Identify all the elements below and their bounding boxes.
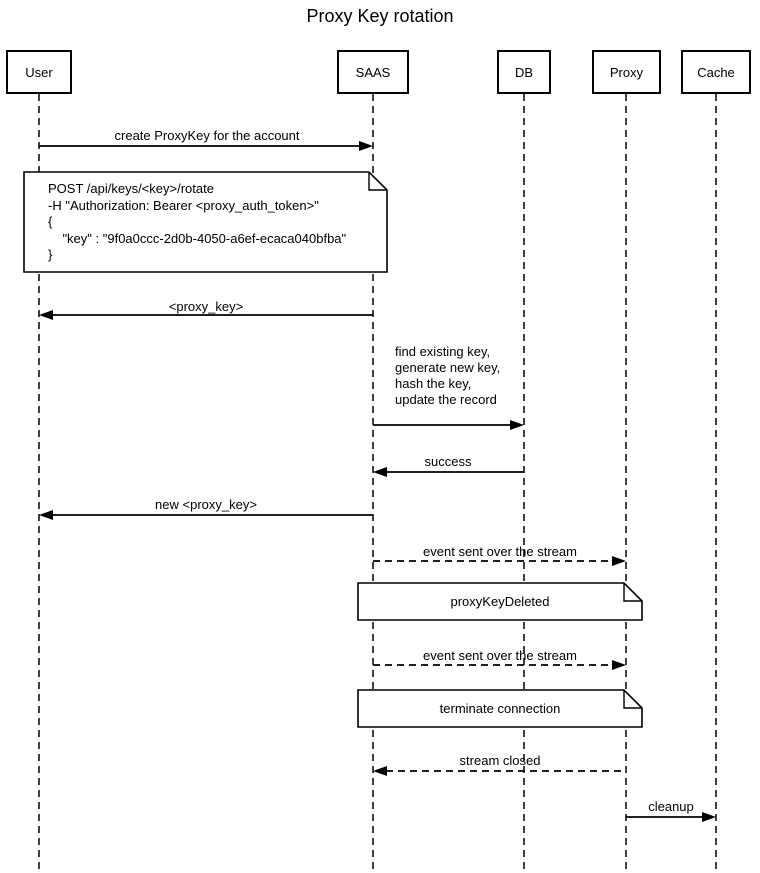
diagram-title: Proxy Key rotation — [306, 6, 454, 26]
arrowhead-left-icon — [373, 467, 387, 477]
note-terminate-shape — [357, 689, 643, 728]
arrowhead-right-icon — [510, 420, 524, 430]
message-label-line: hash the key, — [395, 376, 472, 391]
note-request-line: POST /api/keys/<key>/rotate — [48, 181, 214, 196]
actor-db: DB — [497, 50, 551, 94]
message-label-line: find existing key, — [395, 344, 491, 359]
actor-db-label: DB — [514, 64, 534, 80]
message-label-line: update the record — [395, 392, 497, 407]
arrowhead-left-icon — [39, 310, 53, 320]
message-label-stream-closed: stream closed — [459, 753, 541, 768]
actor-saas-label: SAAS — [355, 64, 391, 80]
message-label-cleanup: cleanup — [648, 799, 694, 814]
message-label-proxy-key: <proxy_key> — [168, 299, 244, 314]
arrowhead-right-icon — [612, 660, 626, 670]
actor-user-label: User — [25, 64, 53, 80]
actor-user: User — [6, 50, 72, 94]
message-label-event-stream-2: event sent over the stream — [423, 648, 577, 663]
note-terminate-fold-icon — [623, 690, 642, 709]
note-request-shape — [23, 171, 388, 273]
actor-cache: Cache — [681, 50, 751, 94]
arrowhead-right-icon — [612, 556, 626, 566]
note-request-fold-icon — [368, 172, 387, 191]
note-request-text: POST /api/keys/<key>/rotate -H "Authoriz… — [48, 181, 346, 264]
arrowhead-right-icon — [702, 812, 716, 822]
note-proxykeydeleted-text: proxyKeyDeleted — [450, 594, 550, 609]
note-proxykeydeleted-fold-icon — [623, 583, 642, 602]
arrowhead-left-icon — [39, 510, 53, 520]
actor-saas: SAAS — [337, 50, 409, 94]
note-request-line: -H "Authorization: Bearer <proxy_auth_to… — [48, 197, 319, 213]
message-label-success: success — [424, 454, 472, 469]
note-terminate-text: terminate connection — [439, 701, 561, 716]
message-label-update-record: find existing key, generate new key, has… — [395, 344, 500, 408]
arrowhead-left-icon — [373, 766, 387, 776]
note-proxykeydeleted-shape — [357, 582, 643, 621]
message-label-line: generate new key, — [395, 360, 501, 375]
actor-cache-label: Cache — [697, 64, 735, 80]
message-label-new-proxy-key: new <proxy_key> — [155, 497, 257, 512]
actor-proxy: Proxy — [592, 50, 661, 94]
actor-proxy-label: Proxy — [609, 64, 644, 80]
note-request-line: { — [48, 214, 53, 229]
arrowhead-right-icon — [359, 141, 373, 151]
message-label-create-proxykey: create ProxyKey for the account — [114, 128, 300, 143]
note-request-line: } — [48, 247, 53, 262]
message-label-event-stream-1: event sent over the stream — [423, 544, 577, 559]
note-request-line: "key" : "9f0a0ccc-2d0b-4050-a6ef-ecaca04… — [48, 230, 347, 246]
